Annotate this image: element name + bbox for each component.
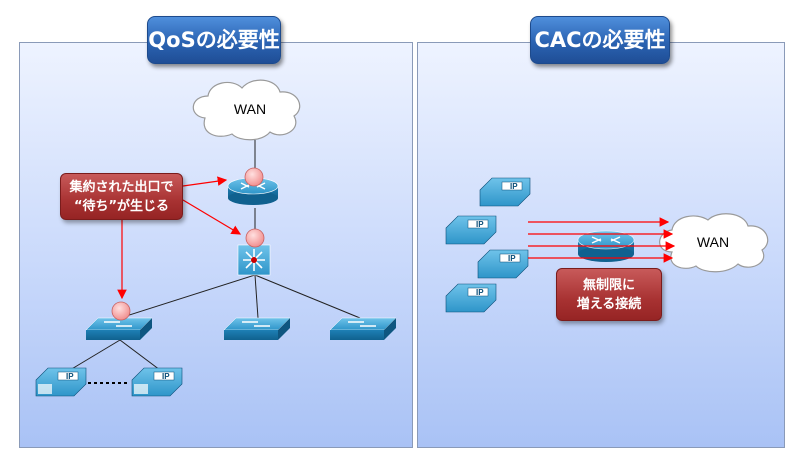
access-switch-3 <box>329 317 397 340</box>
cac-title: CACの必要性 <box>530 16 670 64</box>
svg-text:IP: IP <box>510 182 518 191</box>
congestion-marker-l3switch <box>245 228 265 248</box>
queuing-callout-line1: 集約された出口で <box>69 180 174 195</box>
svg-text:IP: IP <box>508 254 516 263</box>
router-left <box>227 177 279 205</box>
access-switch-2 <box>223 317 291 340</box>
ip-phone-left-1: IP <box>35 367 87 397</box>
connections-callout-line1: 無制限に <box>582 278 635 293</box>
qos-title: QoSの必要性 <box>147 16 281 64</box>
connections-callout-line2: 増える接続 <box>576 297 642 312</box>
ip-phone-left-2: IP <box>131 367 183 397</box>
l3-switch-left <box>237 244 271 276</box>
svg-text:IP: IP <box>66 372 74 381</box>
queuing-callout-line2: “待ち”が生じる <box>73 199 170 214</box>
ip-phone-right-3: IP <box>477 249 529 279</box>
svg-text:IP: IP <box>476 220 484 229</box>
ip-phone-right-2: IP <box>445 215 497 245</box>
wan-cloud-left: WAN <box>192 79 301 141</box>
connections-callout: 無制限に 増える接続 <box>556 268 662 321</box>
access-switch-1 <box>85 317 153 340</box>
svg-text:IP: IP <box>162 372 170 381</box>
right-arrows <box>528 217 676 263</box>
svg-text:IP: IP <box>476 288 484 297</box>
ip-phone-right-1: IP <box>479 177 531 207</box>
left-arrows <box>117 176 242 300</box>
queuing-callout: 集約された出口で “待ち”が生じる <box>60 173 183 220</box>
left-links <box>69 140 361 371</box>
congestion-marker-router <box>244 167 264 187</box>
ip-phone-right-4: IP <box>445 283 497 313</box>
wan-label-left: WAN <box>234 101 266 117</box>
congestion-marker-switch <box>111 301 131 321</box>
wan-cloud-right: WAN <box>659 213 769 273</box>
wan-label-right: WAN <box>697 234 729 250</box>
